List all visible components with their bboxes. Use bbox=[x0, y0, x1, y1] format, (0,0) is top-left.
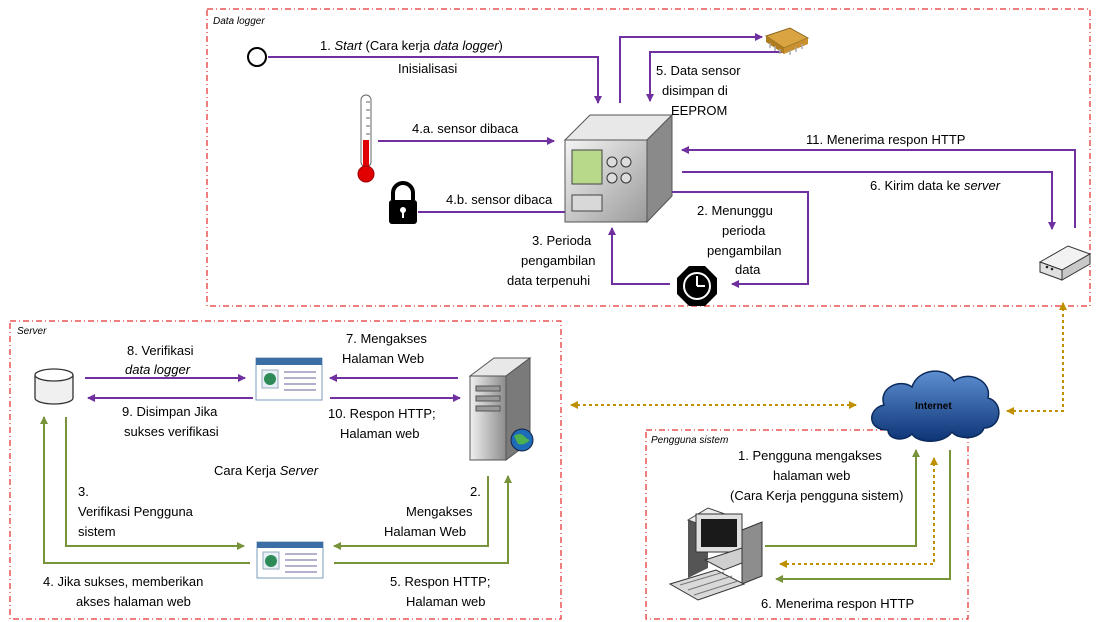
label-store-2: sukses verifikasi bbox=[124, 424, 219, 439]
label-access-web-1: 7. Mengakses bbox=[346, 331, 427, 346]
web-server-icon bbox=[468, 357, 534, 461]
label-wait-2: perioda bbox=[722, 223, 766, 238]
label-wait-1: 2. Menunggu bbox=[697, 203, 773, 218]
receive-http-arrow bbox=[681, 146, 1076, 228]
label-verify-logger-1: 8. Verifikasi bbox=[127, 343, 194, 358]
label-verify-user-3: sistem bbox=[78, 524, 116, 539]
verify-user-arrow bbox=[65, 417, 245, 550]
label-server-response-2: Halaman web bbox=[406, 594, 486, 609]
label-verify-user-2: Verifikasi Pengguna bbox=[78, 504, 194, 519]
label-access-web-2: Halaman Web bbox=[342, 351, 424, 366]
label-eeprom-2: disimpan di bbox=[662, 83, 728, 98]
period-fulfilled-arrow bbox=[608, 227, 670, 285]
label-user-access-2: halaman web bbox=[773, 468, 850, 483]
label-eeprom-1: 5. Data sensor bbox=[656, 63, 741, 78]
label-respond-http-2: Halaman web bbox=[340, 426, 420, 441]
clock-icon bbox=[677, 266, 717, 306]
pengguna-zone bbox=[645, 429, 969, 620]
label-server-access-1: 2. bbox=[470, 484, 481, 499]
give-access-arrow bbox=[40, 416, 250, 564]
data-logger-zone-label: Data logger bbox=[213, 16, 265, 27]
label-period-3: data terpenuhi bbox=[507, 273, 590, 288]
label-user-access-3: (Cara Kerja pengguna sistem) bbox=[730, 488, 903, 503]
label-cara-kerja-server: Cara Kerja Server bbox=[214, 463, 319, 478]
eeprom-to-device-arrow bbox=[646, 51, 782, 102]
device-to-eeprom-arrow bbox=[619, 33, 763, 103]
database-icon bbox=[34, 368, 74, 405]
label-user-receive: 6. Menerima respon HTTP bbox=[761, 596, 914, 611]
label-server-response-1: 5. Respon HTTP; bbox=[390, 574, 490, 589]
label-respond-http-1: 10. Respon HTTP; bbox=[328, 406, 436, 421]
label-period-1: 3. Perioda bbox=[532, 233, 592, 248]
server-zone-label: Server bbox=[17, 326, 47, 337]
wait-period-arrow bbox=[670, 191, 809, 288]
server-access-arrow bbox=[333, 476, 489, 550]
internet-cloud-icon: Internet bbox=[871, 370, 1000, 442]
pengguna-zone-label: Pengguna sistem bbox=[651, 435, 728, 446]
label-sensor-a: 4.a. sensor dibaca bbox=[412, 121, 519, 136]
label-eeprom-3: EEPROM bbox=[671, 103, 727, 118]
computer-icon bbox=[668, 507, 763, 601]
label-receive-http: 11. Menerima respon HTTP bbox=[806, 132, 965, 147]
data-logger-zone bbox=[206, 8, 1091, 307]
server-zone bbox=[9, 320, 562, 620]
user-receive-arrow bbox=[775, 450, 951, 583]
modem-icon bbox=[1038, 245, 1092, 281]
label-verify-user-1: 3. bbox=[78, 484, 89, 499]
thermometer-icon bbox=[357, 94, 375, 183]
label-wait-4: data bbox=[735, 262, 761, 277]
eeprom-chip-icon bbox=[764, 27, 810, 55]
data-logger-device-icon bbox=[563, 113, 674, 224]
start-circle-icon bbox=[247, 47, 267, 67]
internet-label: Internet bbox=[915, 401, 952, 412]
server-response-arrow bbox=[334, 475, 512, 564]
send-data-arrow bbox=[682, 171, 1056, 230]
internet-modem-link bbox=[1006, 302, 1067, 415]
web-page-bottom-icon bbox=[256, 541, 324, 579]
label-give-access-1: 4. Jika sukses, memberikan bbox=[43, 574, 203, 589]
label-user-access-1: 1. Pengguna mengakses bbox=[738, 448, 882, 463]
lock-icon bbox=[389, 181, 417, 224]
label-give-access-2: akses halaman web bbox=[76, 594, 191, 609]
label-verify-logger-2: data logger bbox=[125, 362, 191, 377]
label-server-access-2: Mengakses bbox=[406, 504, 473, 519]
label-period-2: pengambilan bbox=[521, 253, 595, 268]
label-start: 1. Start (Cara kerja data logger) bbox=[320, 38, 503, 53]
user-access-arrow bbox=[765, 449, 920, 547]
label-inisialisasi: Inisialisasi bbox=[398, 61, 457, 76]
label-sensor-b: 4.b. sensor dibaca bbox=[446, 192, 553, 207]
label-wait-3: pengambilan bbox=[707, 243, 781, 258]
start-arrow bbox=[268, 56, 602, 104]
label-send-data: 6. Kirim data ke server bbox=[870, 178, 1001, 193]
label-store-1: 9. Disimpan Jika bbox=[122, 404, 218, 419]
web-page-top-icon bbox=[255, 357, 323, 401]
label-server-access-3: Halaman Web bbox=[384, 524, 466, 539]
user-internet-link bbox=[779, 457, 938, 568]
